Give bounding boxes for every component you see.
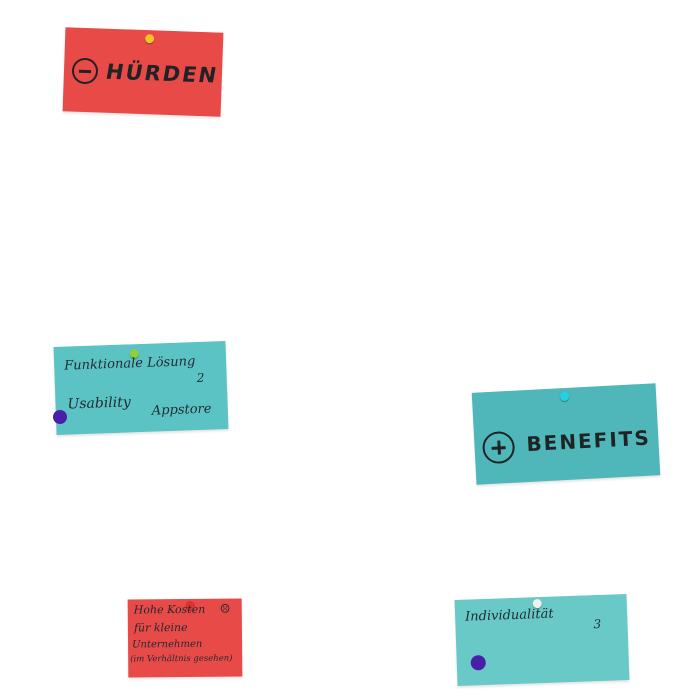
note-line-1: Individualität (464, 606, 554, 625)
note-line-1: Hohe Kosten (133, 602, 206, 617)
note-line-4: (im Verhältnis gesehen) (130, 653, 233, 665)
huerden-title: HÜRDEN (103, 59, 221, 88)
plus-circle-icon (481, 430, 516, 465)
pushpin-icon (559, 391, 570, 402)
note-mark: 3 (593, 616, 602, 632)
note-line-2: Usability (67, 394, 132, 413)
note-mark: 2 (196, 370, 205, 386)
note-line-3: Unternehmen (132, 638, 203, 651)
sticker-dot (470, 654, 487, 671)
benefits-title: BENEFITS (525, 425, 652, 457)
sticker-dot (53, 410, 67, 424)
high-costs-note: Hohe Kosten ☹ für kleine Unternehmen (im… (127, 598, 243, 678)
sad-face-icon: ☹ (219, 601, 231, 616)
functional-solution-note: Funktionale Lösung 2 Usability Appstore (53, 341, 229, 435)
individuality-note: Individualität 3 (454, 594, 630, 686)
huerden-note: HÜRDEN (62, 27, 224, 117)
pushpin-icon (145, 34, 155, 44)
minus-circle-icon (71, 57, 99, 85)
note-line-1: Funktionale Lösung (63, 354, 196, 374)
benefits-note: BENEFITS (471, 383, 661, 485)
note-line-3: Appstore (151, 401, 212, 419)
note-line-2: für kleine (133, 620, 188, 635)
